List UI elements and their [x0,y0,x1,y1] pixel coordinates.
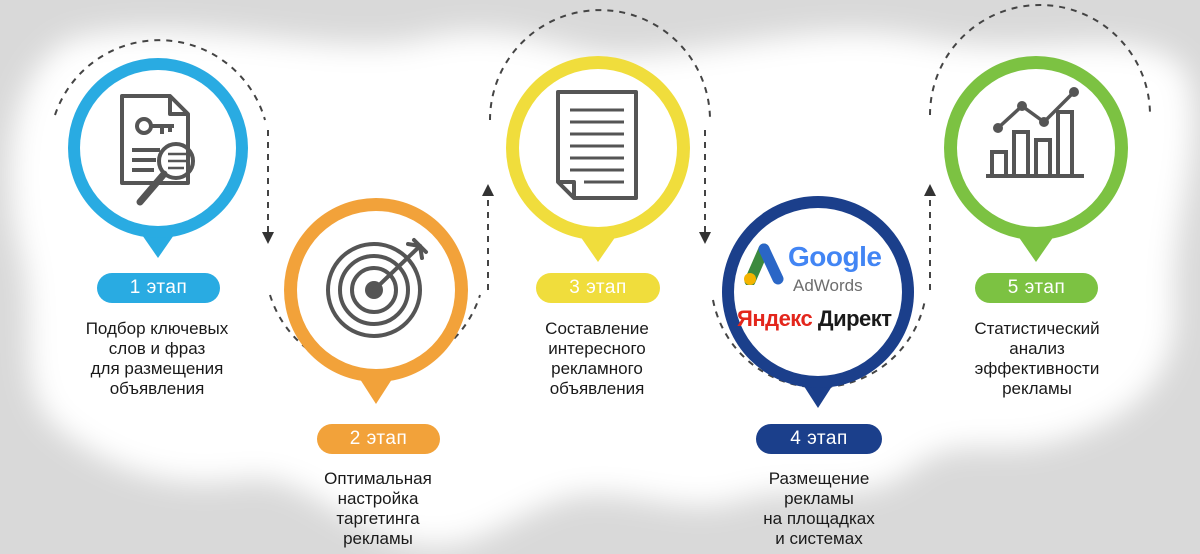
document-icon [556,90,638,200]
adwords-logo-text: AdWords [793,276,863,295]
direct-logo-text: Директ [817,306,892,331]
document-key-magnifier-icon [120,94,195,206]
stage-3-pill: 3 этап [536,273,660,303]
arc-3-top [489,9,711,121]
target-arrow-icon [326,238,428,338]
stage-4-description: Размещение рекламы на площадках и систем… [763,469,875,548]
arc-1-top [54,39,266,121]
stage-1-pill: 1 этап [97,273,220,303]
stage-2-description: Оптимальная настройка таргетинга рекламы [324,469,432,548]
google-logo-text: Google [788,241,882,272]
adwords-logo-icon [744,243,784,285]
stage-4-pin [722,196,914,408]
stage-3-description: Составление интересного рекламного объяв… [545,319,649,398]
stage-2-pill: 2 этап [317,424,440,454]
stage-5-description: Статистический анализ эффективности рекл… [974,319,1100,398]
arrow-up-2 [482,184,494,196]
arrow-down-1 [262,232,274,244]
stage-1-description: Подбор ключевых слов и фраз для размещен… [85,319,229,398]
google-logo: Google [788,241,938,273]
arrow-up-4 [924,184,936,196]
arrow-down-3 [699,232,711,244]
bar-chart-trend-icon [986,87,1084,178]
stage-4-pill: 4 этап [756,424,882,454]
arc-2-bottom [269,294,481,374]
yandex-direct-logo: Яндекс Директ [737,306,892,332]
yandex-logo-text: Яндекс [737,306,813,331]
arc-5-top [929,4,1151,116]
stage-5-pill: 5 этап [975,273,1098,303]
